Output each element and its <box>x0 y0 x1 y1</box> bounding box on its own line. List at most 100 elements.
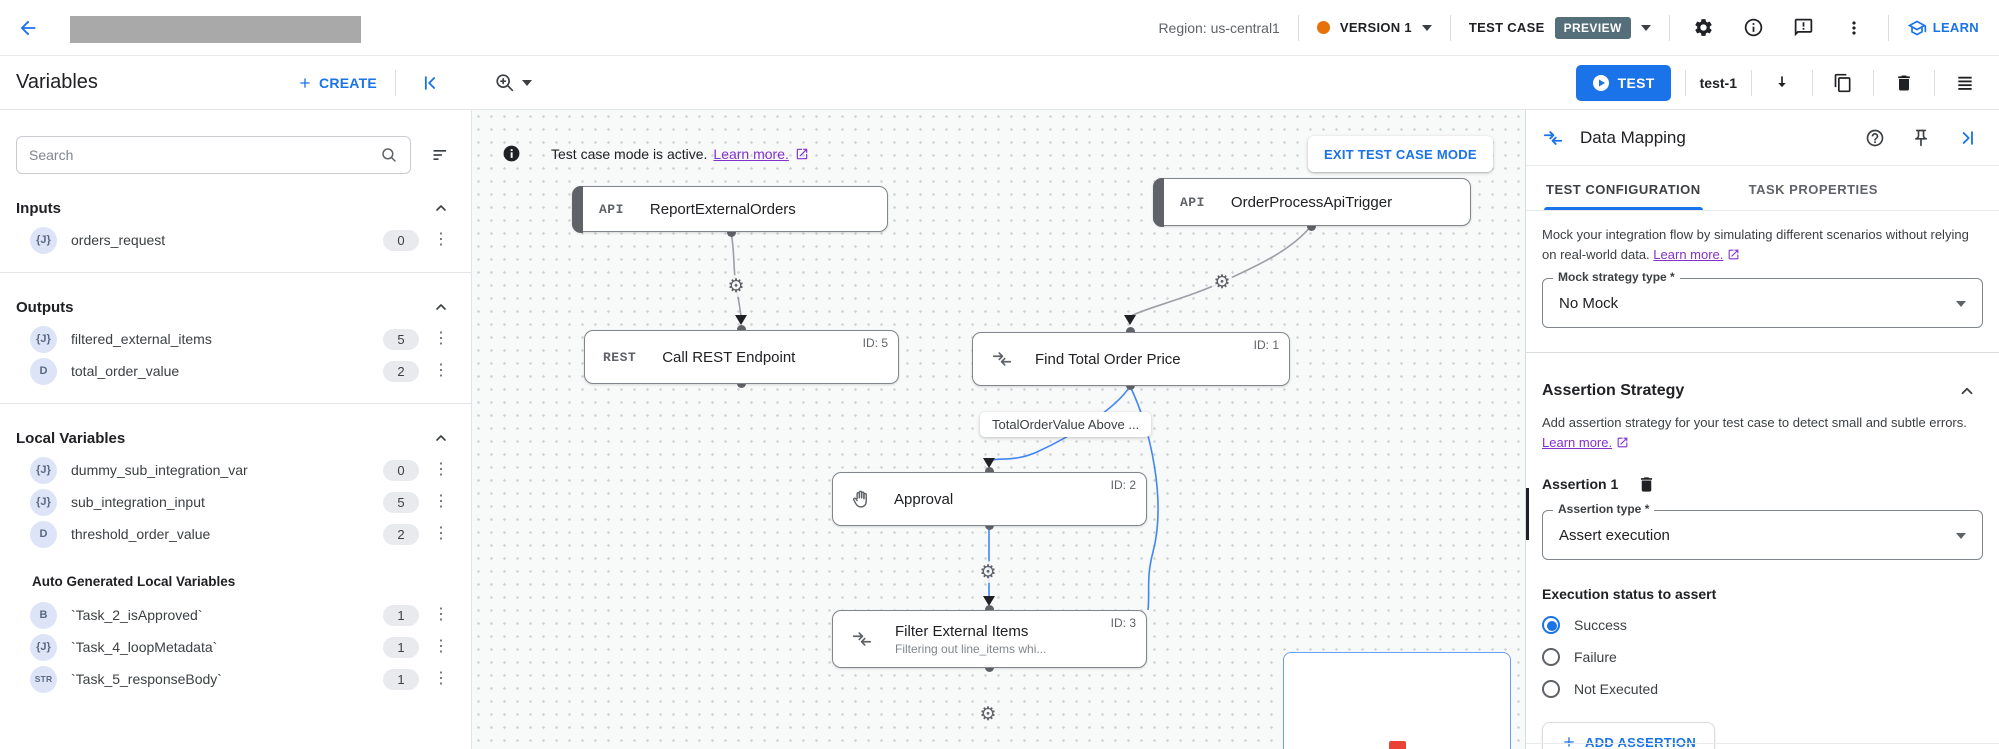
field-label: Assertion type * <box>1553 502 1655 516</box>
edge-settings-gear[interactable]: ⚙ <box>725 275 747 297</box>
connection-point[interactable] <box>1126 327 1135 336</box>
feedback-icon <box>1794 18 1813 37</box>
node-approval[interactable]: Approval ID: 2 <box>832 472 1147 526</box>
test-button[interactable]: TEST <box>1575 64 1671 101</box>
delete-assertion-button[interactable] <box>1634 472 1658 496</box>
vertical-dots-icon <box>1852 20 1856 35</box>
edge-condition-label[interactable]: TotalOrderValue Above ... <box>980 412 1152 437</box>
assertion-description: Add assertion strategy for your test cas… <box>1542 415 1967 430</box>
node-find-total-order-price[interactable]: Find Total Order Price ID: 1 <box>972 332 1290 386</box>
sort-variables-button[interactable] <box>425 139 457 171</box>
settings-button[interactable] <box>1688 12 1720 44</box>
feedback-button[interactable] <box>1788 12 1820 44</box>
zoom-control[interactable] <box>494 72 532 94</box>
collapse-sidebar-button[interactable] <box>414 67 446 99</box>
help-button[interactable] <box>1859 122 1891 154</box>
var-menu-button[interactable]: ⋮ <box>433 606 449 623</box>
copy-button[interactable] <box>1827 67 1859 99</box>
var-count-badge: 5 <box>383 491 419 513</box>
node-order-process-api-trigger[interactable]: API OrderProcessApiTrigger <box>1152 177 1471 227</box>
edge-settings-gear[interactable]: ⚙ <box>1211 271 1233 293</box>
divider <box>1526 352 1999 353</box>
variables-sidebar: Inputs {J} orders_request 0 ⋮ Outputs {J… <box>0 110 472 749</box>
banner-learn-more-link[interactable]: Learn more. <box>713 145 789 162</box>
connection-point[interactable] <box>737 325 746 334</box>
redacted-title-block <box>70 16 361 43</box>
search-input[interactable] <box>29 147 380 163</box>
tab-test-configuration[interactable]: TEST CONFIGURATION <box>1544 166 1703 210</box>
connection-point[interactable] <box>1307 222 1316 231</box>
connection-point[interactable] <box>727 228 736 237</box>
var-menu-button[interactable]: ⋮ <box>433 670 449 687</box>
region-label: Region: us-central1 <box>1158 19 1280 36</box>
add-assertion-button[interactable]: ADD ASSERTION <box>1542 722 1716 749</box>
connection-point[interactable] <box>985 467 994 476</box>
api-trigger-icon: API <box>1180 194 1205 210</box>
copy-icon <box>1834 73 1851 92</box>
var-count-badge: 5 <box>383 328 419 350</box>
variable-row[interactable]: {J} filtered_external_items 5 ⋮ <box>0 323 471 355</box>
version-selector[interactable]: VERSION 1 <box>1316 20 1432 35</box>
flow-canvas[interactable]: ⚙ ⚙ ⚙ ⚙ Test case mode is active. Learn … <box>472 110 1525 749</box>
edge-settings-gear[interactable]: ⚙ <box>977 561 999 583</box>
var-menu-button[interactable]: ⋮ <box>433 638 449 655</box>
radio-failure[interactable]: Failure <box>1542 648 1983 666</box>
pin-panel-button[interactable] <box>1905 122 1937 154</box>
panel-drag-handle[interactable] <box>1526 488 1529 540</box>
info-button[interactable] <box>1738 12 1770 44</box>
variable-row[interactable]: D threshold_order_value 2 ⋮ <box>0 518 471 550</box>
test-case-name: test-1 <box>1699 74 1737 91</box>
var-menu-button[interactable]: ⋮ <box>433 362 449 379</box>
radio-not-executed[interactable]: Not Executed <box>1542 680 1983 698</box>
variable-row[interactable]: D total_order_value 2 ⋮ <box>0 355 471 387</box>
partial-node-container[interactable] <box>1283 652 1511 749</box>
data-mapping-icon <box>991 348 1013 370</box>
var-menu-button[interactable]: ⋮ <box>433 231 449 248</box>
tab-task-properties[interactable]: TASK PROPERTIES <box>1747 166 1880 210</box>
chevron-down-icon <box>1956 301 1966 307</box>
var-menu-button[interactable]: ⋮ <box>433 461 449 478</box>
variable-row[interactable]: {J} dummy_sub_integration_var 0 ⋮ <box>0 454 471 486</box>
test-mode-banner: Test case mode is active. Learn more. <box>502 144 809 163</box>
exit-test-case-mode-button[interactable]: EXIT TEST CASE MODE <box>1308 136 1493 172</box>
variable-row[interactable]: {J} sub_integration_input 5 ⋮ <box>0 486 471 518</box>
var-label: `Task_2_isApproved` <box>71 607 203 623</box>
back-button[interactable] <box>12 12 44 44</box>
delete-button[interactable] <box>1888 67 1920 99</box>
panel-tabs: TEST CONFIGURATION TASK PROPERTIES <box>1526 166 1999 211</box>
section-inputs-header[interactable]: Inputs <box>0 192 471 224</box>
node-report-external-orders[interactable]: API ReportExternalOrders <box>571 185 888 233</box>
radio-success[interactable]: Success <box>1542 616 1983 634</box>
var-menu-button[interactable]: ⋮ <box>433 493 449 510</box>
divider <box>1297 14 1299 41</box>
search-box <box>16 136 411 174</box>
connection-point[interactable] <box>985 605 994 614</box>
edge-settings-gear[interactable]: ⚙ <box>977 703 999 725</box>
collapse-panel-button[interactable] <box>1951 122 1983 154</box>
section-local-variables-header[interactable]: Local Variables <box>0 422 471 454</box>
divider <box>1526 743 1999 744</box>
download-button[interactable] <box>1766 67 1798 99</box>
chevron-up-icon <box>436 304 446 310</box>
test-case-selector[interactable]: TEST CASE PREVIEW <box>1469 16 1651 39</box>
assertion-learn-more-link[interactable]: Learn more. <box>1542 434 1613 450</box>
create-variable-button[interactable]: CREATE <box>297 75 377 91</box>
var-type-badge: B <box>30 601 57 629</box>
assertion-type-select[interactable]: Assertion type * Assert execution <box>1542 502 1983 560</box>
section-outputs-header[interactable]: Outputs <box>0 291 471 323</box>
log-list-button[interactable] <box>1949 67 1981 99</box>
variable-row[interactable]: B `Task_2_isApproved` 1 ⋮ <box>0 599 471 631</box>
variable-row[interactable]: {J} orders_request 0 ⋮ <box>0 224 471 256</box>
mock-strategy-select[interactable]: Mock strategy type * No Mock <box>1542 270 1983 328</box>
mock-learn-more-link[interactable]: Learn more. <box>1653 246 1724 262</box>
learn-button[interactable]: LEARN <box>1907 18 1979 38</box>
var-menu-button[interactable]: ⋮ <box>433 525 449 542</box>
variable-row[interactable]: STR `Task_5_responseBody` 1 ⋮ <box>0 663 471 695</box>
more-menu-button[interactable] <box>1838 12 1870 44</box>
var-menu-button[interactable]: ⋮ <box>433 330 449 347</box>
collapse-assertion-section-button[interactable] <box>1951 375 1983 407</box>
node-filter-external-items[interactable]: Filter External Items Filtering out line… <box>832 610 1147 668</box>
node-call-rest-endpoint[interactable]: REST Call REST Endpoint ID: 5 <box>584 330 899 384</box>
variable-row[interactable]: {J} `Task_4_loopMetadata` 1 ⋮ <box>0 631 471 663</box>
